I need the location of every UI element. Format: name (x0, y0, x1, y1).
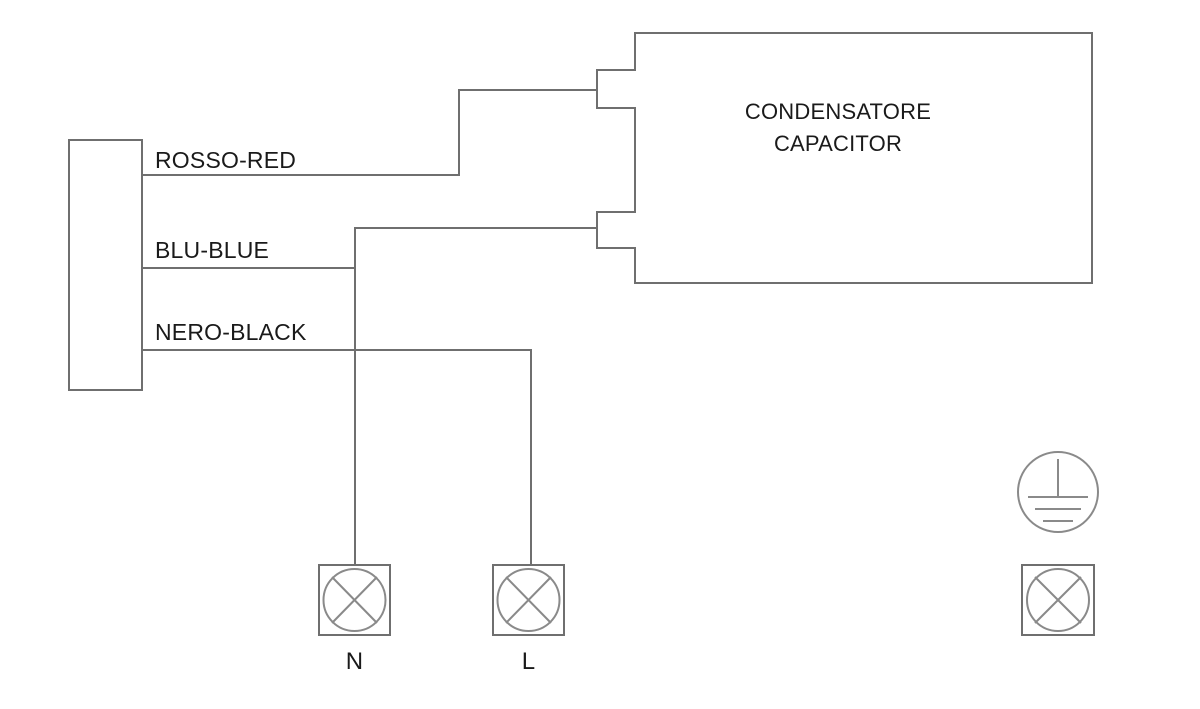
wire-black-path (141, 349, 532, 566)
terminal-n[interactable] (318, 564, 391, 636)
terminal-l-cross-icon (505, 576, 552, 624)
earth-circle (1017, 451, 1099, 533)
capacitor-terminal-top[interactable] (597, 70, 635, 108)
capacitor-terminal-bottom[interactable] (597, 212, 635, 248)
wire-label-red: ROSSO-RED (155, 147, 296, 173)
wire-label-black: NERO-BLACK (155, 319, 307, 345)
wire-blue-path (141, 227, 598, 269)
earth-ground-icon[interactable] (1017, 451, 1099, 533)
terminal-spare-cross-icon (1034, 576, 1082, 624)
capacitor-label-line1: CONDENSATORE (745, 99, 931, 124)
capacitor-box[interactable] (596, 32, 1093, 284)
terminal-l-circle (496, 568, 561, 632)
capacitor-label-line2: CAPACITOR (774, 131, 902, 156)
terminal-n-label: N (346, 648, 364, 675)
wire-red-path (141, 89, 598, 176)
terminal-n-cross-icon (331, 576, 378, 624)
terminal-spare-circle (1026, 568, 1090, 632)
terminal-n-circle (322, 568, 387, 632)
terminal-l-label: L (522, 648, 536, 675)
motor-terminal-block[interactable] (68, 139, 143, 391)
wire-label-blue: BLU-BLUE (155, 237, 269, 263)
terminal-l[interactable] (492, 564, 565, 636)
terminal-spare[interactable] (1021, 564, 1095, 636)
